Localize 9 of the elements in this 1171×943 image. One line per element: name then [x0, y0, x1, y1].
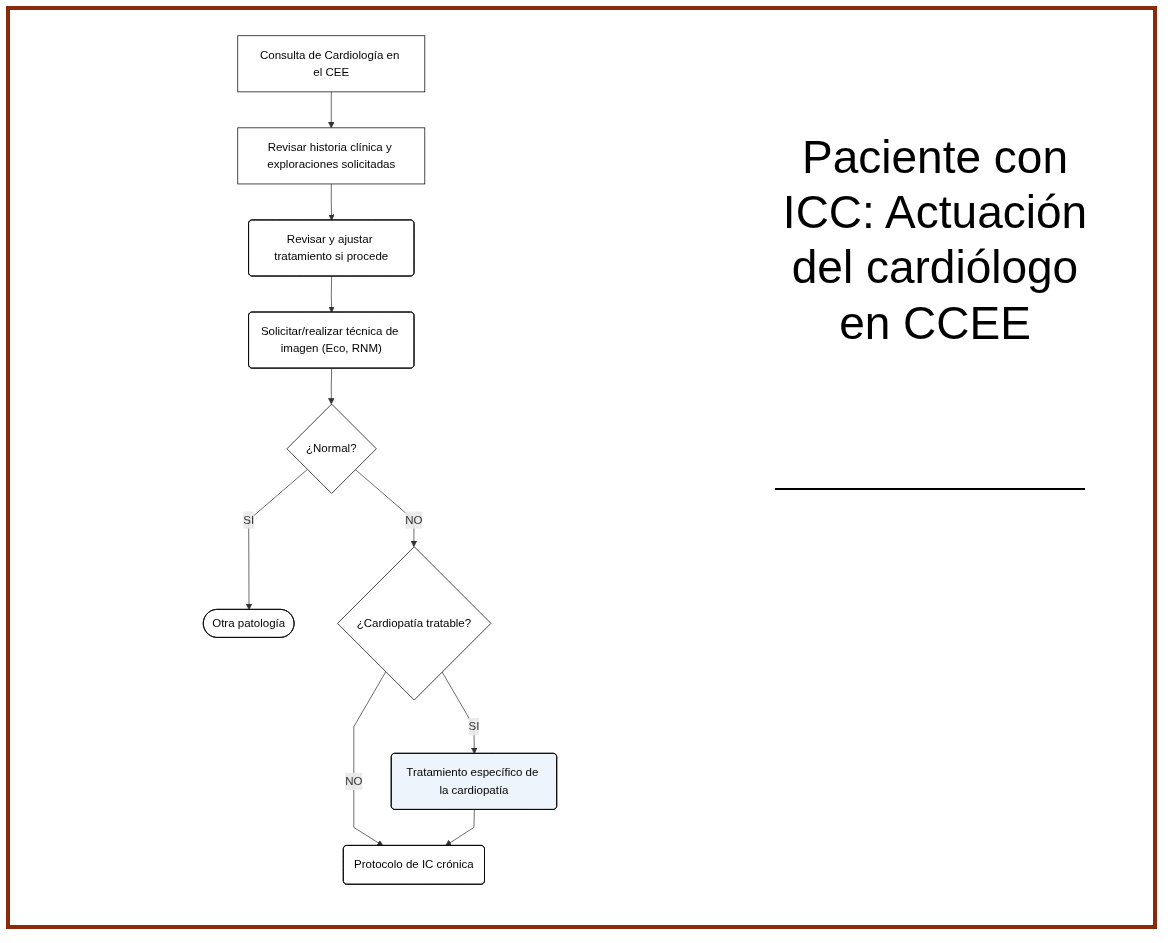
edge-label: SI: [243, 513, 255, 526]
node-diamond: ¿Cardiopatía tratable?: [337, 546, 492, 701]
node-diamond: ¿Normal?: [286, 403, 377, 494]
node-box: Revisar historia clínica y exploraciones solicitadas: [237, 127, 426, 185]
edge-label: NO: [345, 774, 363, 788]
node-box: Consulta de Cardiología en el CEE: [237, 35, 426, 93]
diagram-title: Paciente con ICC: Actuación del cardiólogo en CCEE: [781, 130, 1089, 351]
edge-label: SI: [468, 720, 480, 733]
edge-label: NO: [405, 513, 423, 526]
